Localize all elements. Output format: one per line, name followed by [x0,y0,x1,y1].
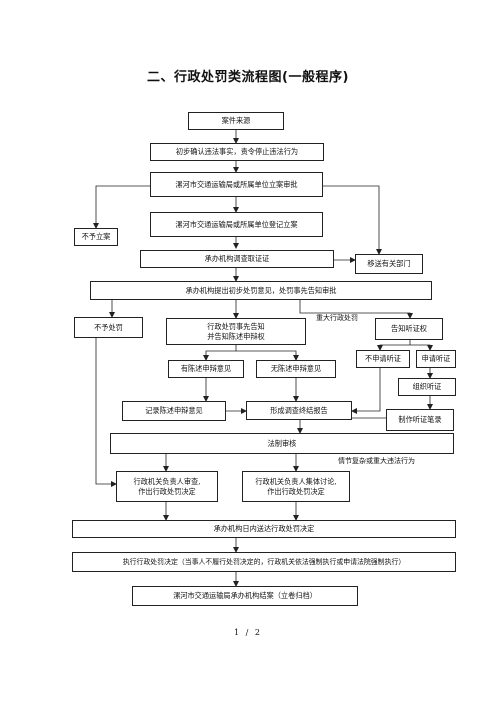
box-hearing-right: 告知听证权 [375,318,443,340]
box-hearing-notes: 制作听证笔录 [386,409,454,431]
box-execute-decision: 执行行政处罚决定（当事人不履行处罚决定的，行政机关依法强制执行或申请法院强制执行… [72,552,456,572]
box-final-report: 形成调查终结报告 [246,401,352,420]
box-prior-notice: 行政处罚事先告知 并告知陈述申辩权 [166,318,306,345]
box-investigate: 承办机构调查取证证 [140,250,334,268]
box-register-case: 漯河市交通运输局或所属单位登记立案 [150,212,323,237]
prior-notice-line2: 并告知陈述申辩权 [207,331,265,341]
page-number: 1 / 2 [234,628,262,637]
box-transfer-dept: 移送有关部门 [355,254,423,274]
label-major-penalty: 重大行政处罚 [316,314,358,322]
label-complex-case: 情节复杂或重大违法行为 [338,457,415,465]
box-record-defense: 记录陈述申辩意见 [122,401,226,421]
chief-decision-line2: 作出行政处罚决定 [138,486,196,496]
box-collective-decision: 行政机关负责人集体讨论, 作出行政处罚决定 [242,471,350,502]
box-initial-confirm: 初步确认违法事实，责令停止违法行为 [150,143,324,161]
box-legal-review: 法制审核 [110,433,454,454]
box-no-penalty: 不予处罚 [74,317,143,338]
box-no-hearing: 不申请听证 [356,350,410,368]
box-has-defense: 有陈述申辩意见 [168,360,244,378]
box-deliver-decision: 承办机构日内送达行政处罚决定 [72,520,456,538]
box-case-source: 案件来源 [188,112,284,130]
chief-decision-line1: 行政机关负责人审查, [133,476,201,486]
box-filing-review: 漯河市交通运输局或所属单位立案审批 [150,172,323,197]
collective-decision-line1: 行政机关负责人集体讨论, [255,476,337,486]
collective-decision-line2: 作出行政处罚决定 [267,486,325,496]
box-organize-hearing: 组织听证 [398,378,456,396]
box-apply-hearing: 申请听证 [416,350,456,368]
prior-notice-line1: 行政处罚事先告知 [207,321,265,331]
page-title: 二、行政处罚类流程图(一般程序) [147,70,349,85]
box-chief-decision: 行政机关负责人审查, 作出行政处罚决定 [116,471,218,502]
box-not-file: 不予立案 [74,228,118,246]
box-no-defense: 无陈述申辩意见 [256,360,336,378]
box-propose-penalty: 承办机构提出初步处罚意见，处罚事先告知审批 [90,281,432,300]
box-close-case: 漯河市交通运输局承办机构结案（立卷归档） [132,586,358,606]
